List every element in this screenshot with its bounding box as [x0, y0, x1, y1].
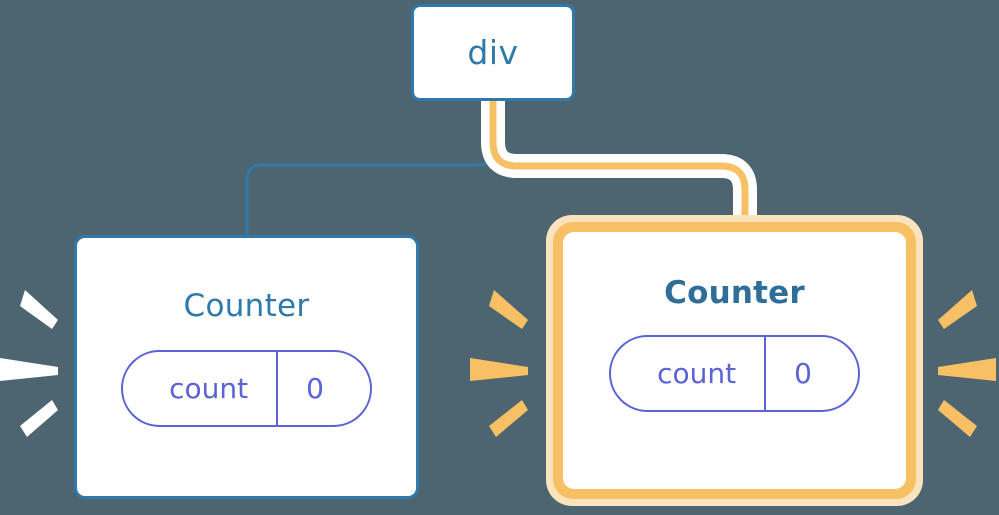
component-title: Counter — [183, 288, 310, 324]
state-value: 0 — [794, 357, 812, 390]
component-title: Counter — [664, 275, 805, 311]
node-div[interactable]: div — [411, 4, 575, 101]
state-capsule[interactable]: count 0 — [609, 335, 860, 412]
component-card-counter-right[interactable]: Counter count 0 — [546, 215, 923, 506]
state-capsule-wrapper: count 0 — [609, 335, 860, 412]
node-div-label: div — [467, 33, 519, 72]
state-key: count — [169, 372, 249, 405]
edge-div-to-counter-right — [489, 101, 749, 222]
state-capsule[interactable]: count 0 — [121, 350, 372, 427]
state-value: 0 — [306, 372, 324, 405]
state-key: count — [657, 357, 737, 390]
state-capsule-wrapper: count 0 — [121, 350, 372, 427]
state-divider — [276, 352, 279, 425]
state-divider — [764, 337, 767, 410]
component-card-body: Counter count 0 — [563, 232, 906, 489]
edge-div-to-counter-right-casing — [481, 101, 757, 222]
component-card-counter-left[interactable]: Counter count 0 — [74, 235, 419, 499]
edge-div-to-counter-left — [245, 101, 495, 236]
highlight-ring: Counter count 0 — [553, 222, 916, 499]
